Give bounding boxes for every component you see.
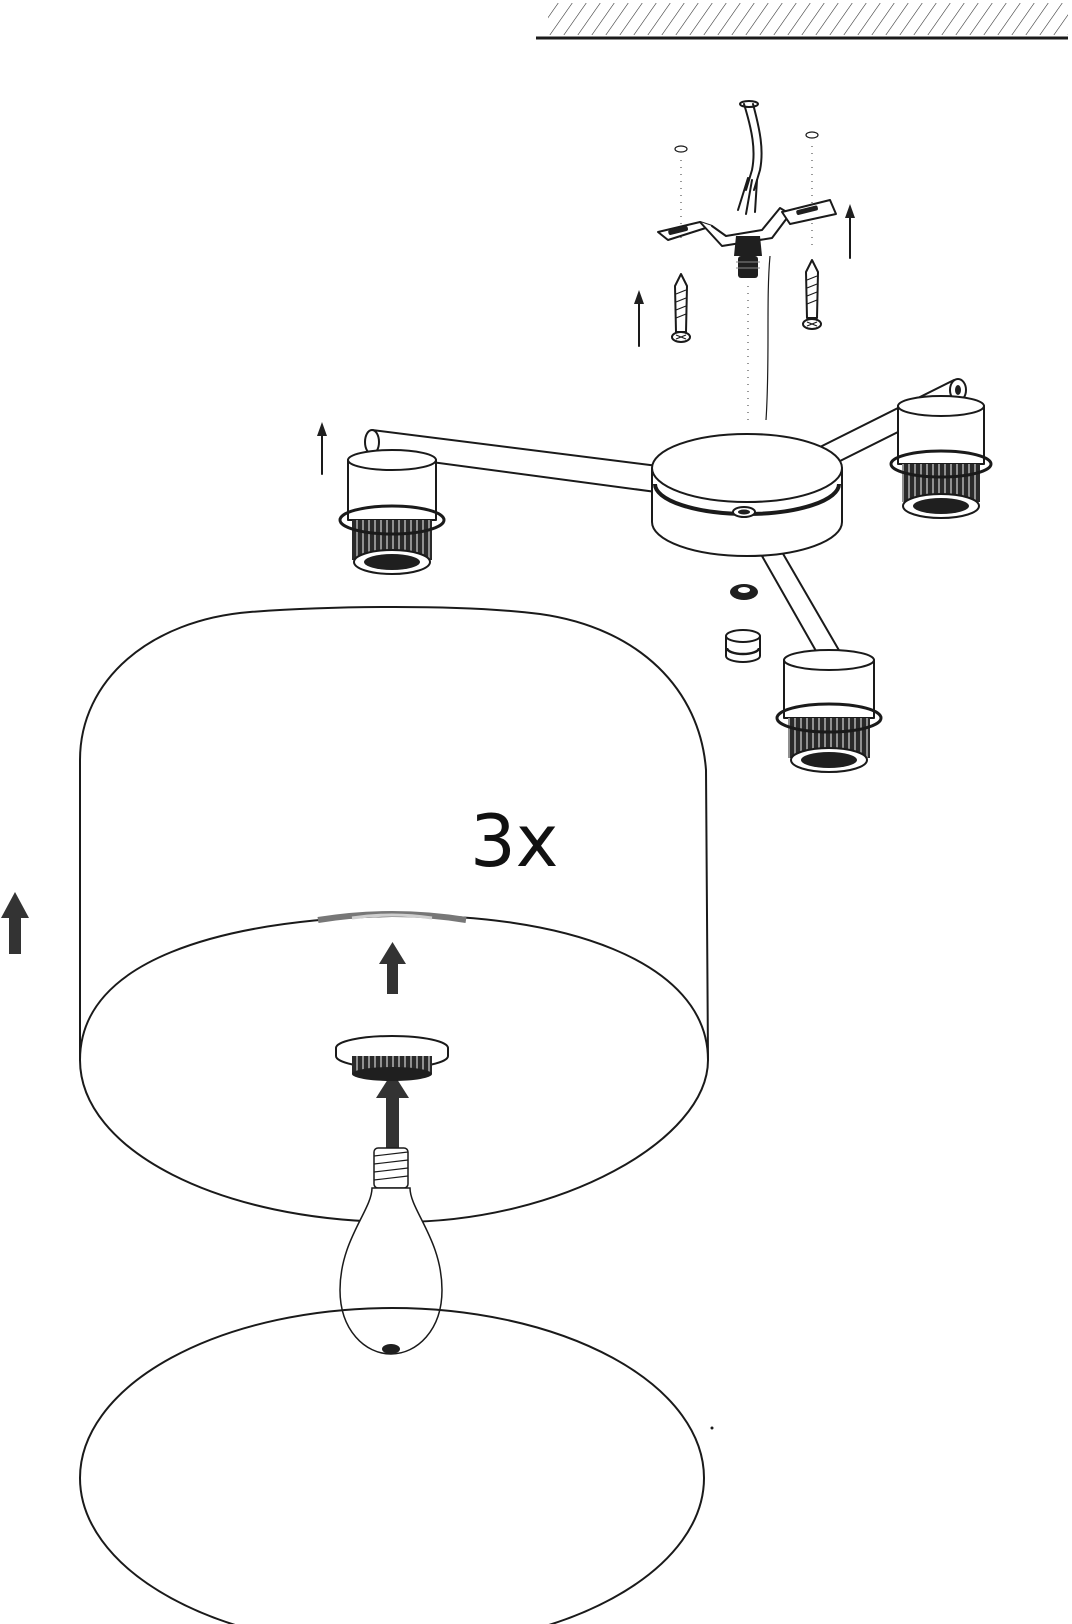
drill-hole-left	[674, 145, 688, 240]
power-cable-icon	[737, 100, 763, 215]
canopy-icon	[651, 433, 843, 557]
arrow-up-icon	[317, 422, 327, 475]
fastening-nut-icon	[730, 584, 758, 600]
arrow-up-icon	[376, 1072, 409, 1148]
cap-nut-icon	[725, 629, 761, 663]
arrow-up-icon	[379, 942, 406, 994]
lamp-socket-icon	[889, 395, 993, 519]
quantity-label: 3x	[470, 799, 558, 883]
diffuser-disc-icon	[79, 1307, 714, 1624]
ring-nut-icon	[335, 1035, 449, 1081]
screw-icon	[802, 259, 822, 330]
arrow-up-icon	[845, 204, 855, 259]
mounting-bracket-icon	[657, 199, 837, 421]
light-bulb-icon	[339, 1147, 443, 1355]
fixture-arm-bottom	[761, 551, 841, 659]
arrow-up-icon	[1, 892, 29, 954]
shade-ring-icon	[317, 911, 467, 923]
arrow-up-icon	[634, 290, 644, 347]
lamp-socket-icon	[775, 649, 883, 773]
ceiling-hatch-icon	[536, 3, 1068, 40]
screw-icon	[671, 273, 691, 343]
lamp-socket-icon	[338, 449, 446, 575]
drill-hole-right	[805, 131, 819, 250]
